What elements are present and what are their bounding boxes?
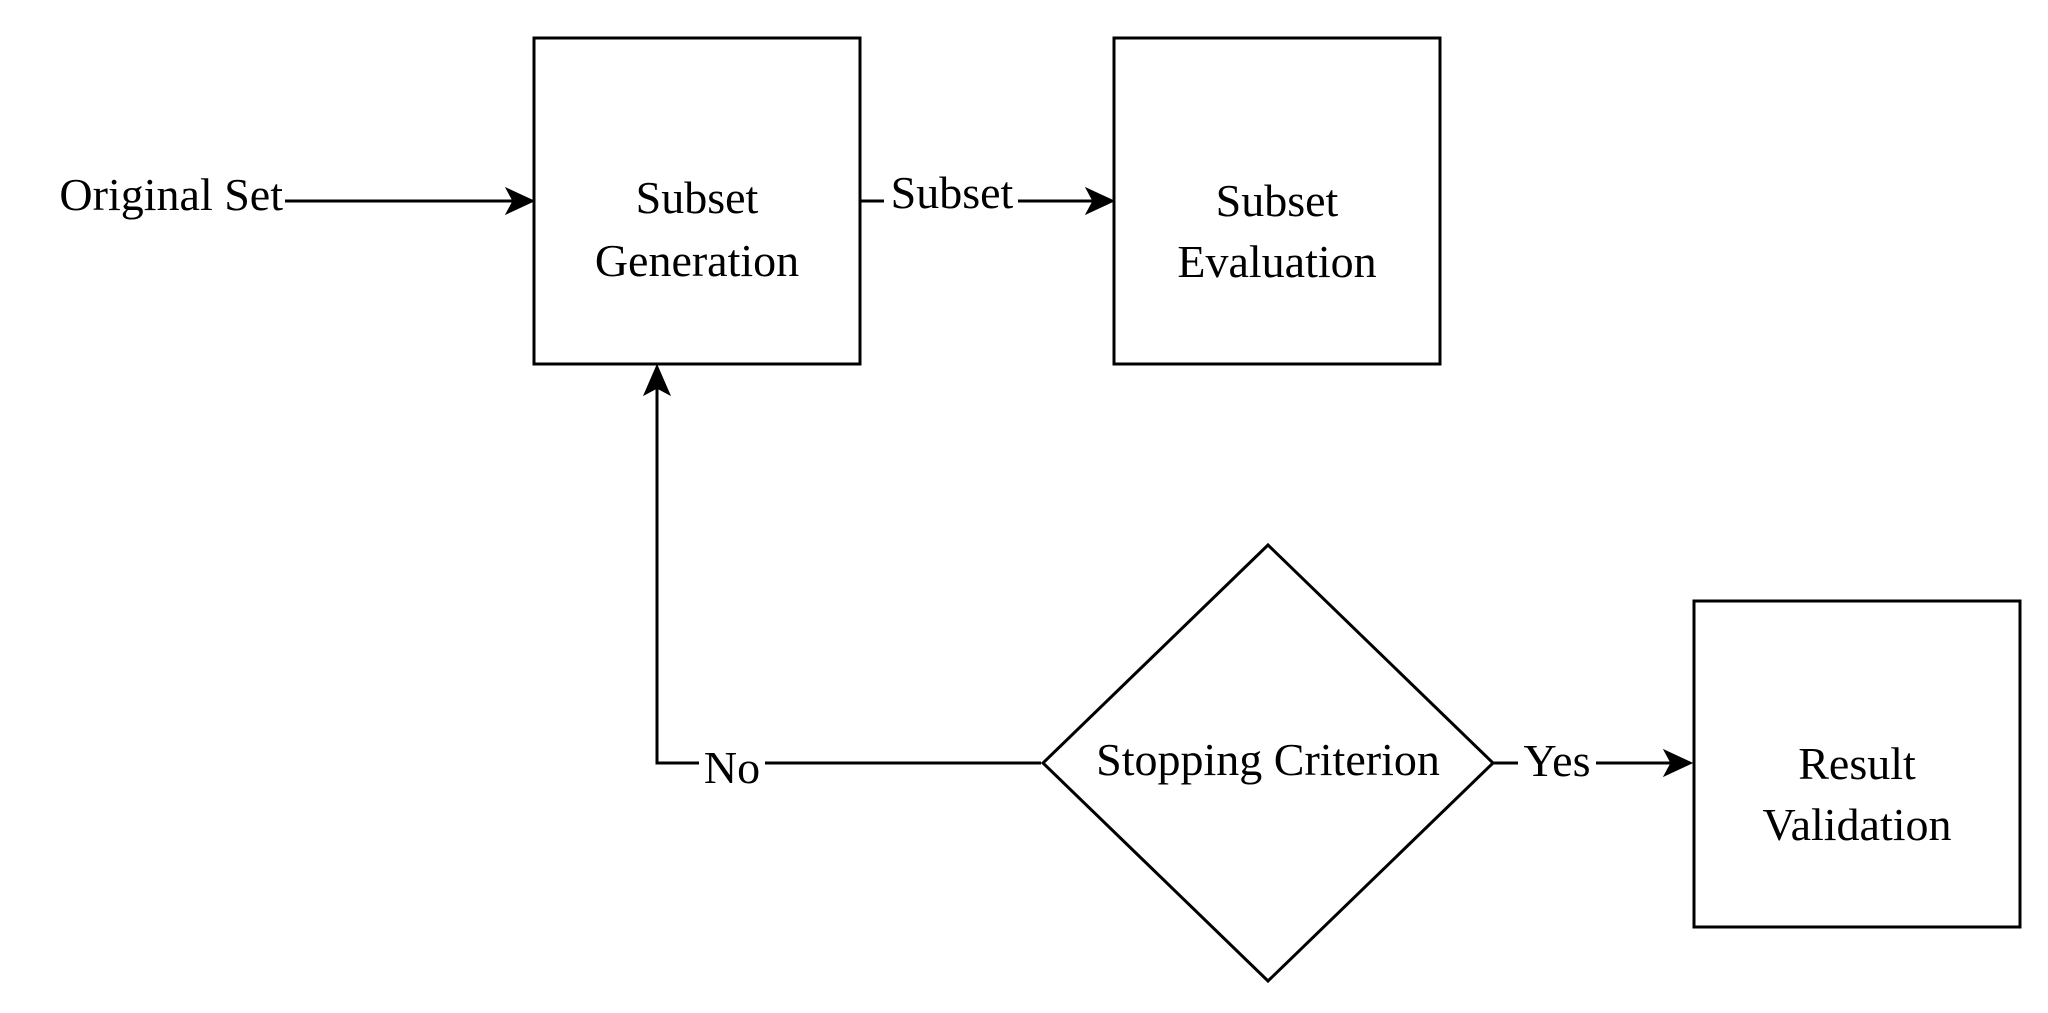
node-subset-evaluation: Subset Evaluation — [1112, 36, 1442, 366]
node-subset-generation: Subset Generation — [532, 36, 862, 366]
result-validation-line2: Validation — [1762, 799, 1951, 850]
edge-criterion-yes: Yes — [1491, 735, 1694, 788]
no-label-background — [699, 744, 765, 790]
subset-generation-line2: Generation — [595, 235, 799, 286]
arrowhead-into-generation — [504, 186, 536, 216]
input-label: Original Set — [59, 169, 283, 220]
edge-generation-to-evaluation: Subset — [860, 167, 1116, 218]
edge-criterion-no-line — [655, 380, 1041, 765]
node-result-validation: Result Validation — [1692, 599, 2022, 929]
subset-generation-line1: Subset — [636, 172, 759, 223]
subset-edge-label: Subset — [891, 167, 1014, 218]
result-validation-box — [1692, 599, 2022, 929]
stopping-criterion-label: Stopping Criterion — [1096, 734, 1440, 785]
arrowhead-into-evaluation — [1084, 186, 1116, 216]
subset-generation-box — [532, 36, 862, 366]
edge-criterion-no: No — [642, 363, 1041, 793]
subset-evaluation-box — [1112, 36, 1442, 366]
node-stopping-criterion: Stopping Criterion — [1040, 542, 1496, 984]
arrowhead-into-generation-bottom — [642, 363, 672, 397]
subset-label-background — [884, 172, 1018, 218]
edge-original-set: Original Set — [59, 169, 536, 220]
subset-evaluation-line2: Evaluation — [1177, 236, 1376, 287]
subset-evaluation-line1: Subset — [1216, 175, 1339, 226]
arrowhead-into-validation — [1662, 748, 1694, 778]
yes-edge-label: Yes — [1524, 735, 1591, 786]
result-validation-line1: Result — [1798, 738, 1916, 789]
yes-label-background — [1518, 742, 1596, 788]
stopping-criterion-diamond — [1040, 542, 1496, 984]
no-edge-label: No — [704, 742, 760, 793]
